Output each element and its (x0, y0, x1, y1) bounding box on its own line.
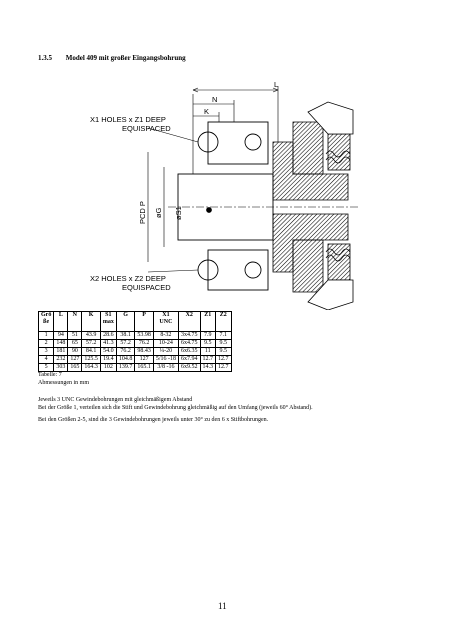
column-header: K (81, 311, 101, 332)
table-cell: 102 (99, 363, 117, 372)
table-row: 4 232 127 125.5 19.4 104.8 127 5/16 -18 … (37, 355, 232, 364)
table-cell: 12.7 (215, 355, 232, 364)
table-cell: 5/16 -18 (152, 355, 180, 364)
table-cell: 65 (67, 339, 83, 348)
column-header: N (67, 311, 83, 332)
table-cell: 127 (67, 355, 83, 364)
table-row: 5 303 165 164.3 102 139.7 165.1 3/8 -16 … (37, 363, 232, 372)
note-line: Bei der Größe 1, verteilen sich die Stif… (38, 405, 313, 411)
table-cell: 14.3 (199, 363, 216, 372)
table-cell: 28.6 (99, 331, 117, 340)
g-diameter-label: øG (154, 207, 163, 218)
table-cell: 6x6.35 (178, 347, 201, 356)
x2-label-line2: EQUISPACED (122, 283, 171, 292)
table-caption: Tabelle: 7 (38, 372, 62, 378)
table-cell: 3x4.75 (178, 331, 201, 340)
x1-label-line2: EQUISPACED (122, 124, 171, 133)
x2-label-line1: X2 HOLES x Z2 DEEP (90, 274, 166, 283)
table-cell: 1 (37, 331, 55, 340)
table-cell: 7.9 (199, 331, 216, 340)
table-cell: 90 (67, 347, 83, 356)
table-cell: 51 (67, 331, 83, 340)
section-title: Model 409 mit großer Eingangsbohrung (65, 54, 186, 62)
table-cell: 94 (53, 331, 69, 340)
column-header: X2 (178, 311, 201, 332)
page-number: 11 (218, 601, 227, 611)
dimension-label-n: N (212, 95, 217, 104)
x1-label-line1: X1 HOLES x Z1 DEEP (90, 115, 166, 124)
table-cell: 43.9 (81, 331, 101, 340)
table-cell: 2 (37, 339, 55, 348)
table-cell: 76.2 (134, 339, 154, 348)
table-cell: 148 (53, 339, 69, 348)
table-cell: 57.2 (115, 339, 136, 348)
table-cell: 5 (37, 363, 55, 372)
spring-coils (325, 150, 351, 262)
cross-section-drawing: L N K X1 HOLES x Z1 DEEP EQUISPACED X2 H… (90, 82, 358, 310)
dimension-label-l: L (274, 82, 278, 89)
dimension-label-k: K (204, 107, 209, 116)
table-cell: 53.98 (134, 331, 154, 340)
shaft-outline (168, 121, 358, 291)
table-cell: 165 (67, 363, 83, 372)
table-cell: 11 (199, 347, 216, 356)
table-cell: 181 (53, 347, 69, 356)
table-cell: 12.7 (215, 363, 232, 372)
column-header: Z2 (215, 311, 232, 332)
column-header: P (134, 311, 154, 332)
table-cell: 10-24 (152, 339, 180, 348)
hatched-sections (272, 101, 354, 310)
table-cell: 6x7.94 (178, 355, 201, 364)
table-cell: 3/8 -16 (152, 363, 180, 372)
table-cell: 9.5 (199, 339, 216, 348)
section-heading: 1.3.5 Model 409 mit großer Eingangsbohru… (38, 54, 186, 62)
table-cell: 4 (37, 355, 55, 364)
table-cell: 19.4 (99, 355, 117, 364)
note-line: Bei den Größen 2-5, sind die 3 Gewindebo… (38, 417, 269, 423)
table-cell: 54.0 (99, 347, 117, 356)
table-row: 1 94 51 43.9 28.6 38.1 53.98 8-32 3x4.75… (37, 331, 232, 340)
table-cell: 38.1 (115, 331, 136, 340)
table-cell: 165.1 (134, 363, 154, 372)
table-cell: 57.2 (81, 339, 101, 348)
table-cell: 9.5 (215, 347, 232, 356)
table-cell: 232 (53, 355, 69, 364)
table-cell: 8-32 (152, 331, 180, 340)
section-number: 1.3.5 (38, 54, 52, 62)
column-header: L (53, 311, 69, 332)
table-cell: 7.1 (215, 331, 232, 340)
table-cell: 76.2 (115, 347, 136, 356)
table-cell: ¼-20 (152, 347, 180, 356)
table-cell: 127 (134, 355, 154, 364)
column-header: Z1 (199, 311, 216, 332)
table-cell: 9.5 (215, 339, 232, 348)
table-cell: 6x9.52 (178, 363, 201, 372)
table-cell: 303 (53, 363, 69, 372)
table-cell: 125.5 (81, 355, 101, 364)
table-row: 2 148 65 57.2 41.3 57.2 76.2 10-24 6x4.7… (37, 339, 232, 348)
table-cell: 104.8 (115, 355, 136, 364)
note-line: Jeweils 3 UNC Gewindebohrungen mit gleic… (38, 397, 193, 403)
table-cell: 164.3 (81, 363, 101, 372)
table-cell: 12.7 (199, 355, 216, 364)
table-cell: 41.3 (99, 339, 117, 348)
units-caption: Abmessungen in mm (38, 380, 89, 386)
column-header: G (115, 311, 136, 332)
s1-diameter-label: øS1 (174, 206, 183, 220)
pcd-label: PCD P (138, 201, 147, 224)
table-cell: 6x4.75 (178, 339, 201, 348)
leader-lines (147, 127, 199, 273)
table-cell: 3 (37, 347, 55, 356)
table-cell: 98.43 (134, 347, 154, 356)
table-row: 3 181 90 84.1 54.0 76.2 98.43 ¼-20 6x6.3… (37, 347, 232, 356)
table-cell: 139.7 (115, 363, 136, 372)
table-cell: 84.1 (81, 347, 101, 356)
technical-drawing: L N K X1 HOLES x Z1 DEEP EQUISPACED X2 H… (88, 82, 378, 310)
